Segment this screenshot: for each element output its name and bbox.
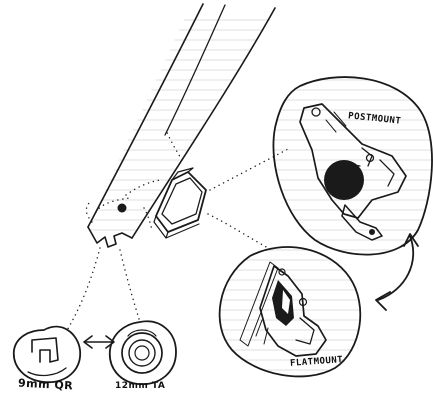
fork-leg — [80, 4, 300, 247]
qr-ta-swap-arrow-icon — [84, 336, 114, 348]
flatmount-caliper — [240, 262, 326, 356]
flatmount-bubble — [210, 247, 370, 376]
thru-axle — [110, 321, 176, 384]
swap-arrow-icon — [376, 234, 418, 310]
fork-leg-hatching — [80, 20, 300, 230]
qr-dropout — [14, 327, 80, 383]
postmount-bubble — [260, 77, 433, 255]
ta-label: 12mm TA — [115, 381, 165, 391]
caliper-bolt-icon — [118, 204, 127, 213]
brake-mount-bracket — [154, 168, 206, 238]
